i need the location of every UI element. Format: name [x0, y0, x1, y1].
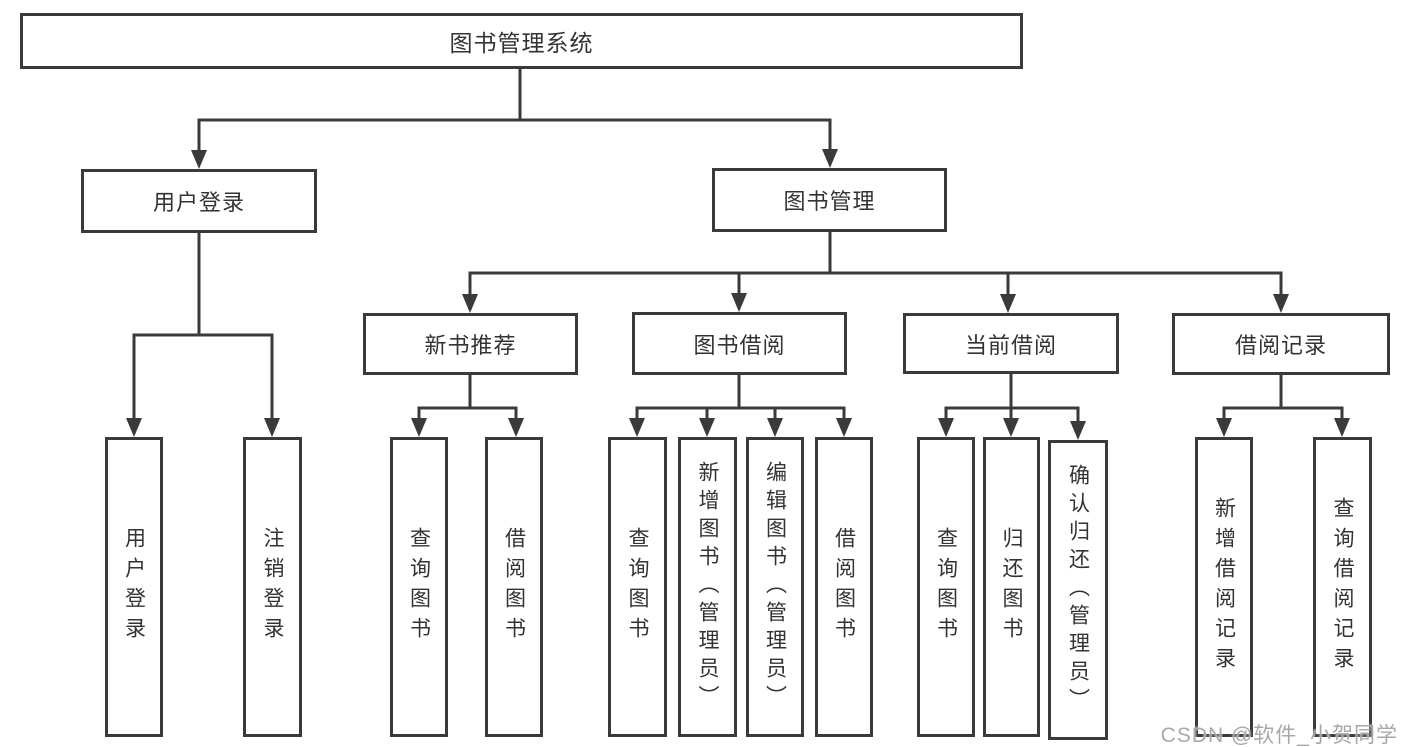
leaf-add-borrow-record-label: 新增借阅记录	[1212, 497, 1236, 677]
node-new-book-recommend: 新书推荐	[363, 313, 578, 375]
leaf-borrow-books-recommend: 借阅图书	[485, 437, 543, 737]
leaf-edit-book-admin: 编辑图书（管理员）	[746, 437, 804, 737]
leaf-query-books-current: 查询图书	[917, 437, 975, 737]
leaf-add-book-admin-label: 新增图书（管理员）	[696, 461, 719, 713]
node-book-borrow-label: 图书借阅	[693, 332, 786, 358]
node-user-login-label: 用户登录	[152, 190, 245, 215]
leaf-query-books-recommend: 查询图书	[390, 437, 448, 737]
node-user-login: 用户登录	[81, 169, 317, 233]
leaf-query-borrow-record: 查询借阅记录	[1313, 437, 1372, 737]
leaf-logout-label: 注销登录	[261, 527, 284, 647]
node-book-management-label: 图书管理	[783, 189, 876, 214]
leaf-query-books-current-label: 查询图书	[934, 527, 958, 647]
csdn-watermark: CSDN @软件_小贺同学	[1160, 724, 1398, 747]
leaf-confirm-return-admin: 确认归还（管理员）	[1048, 440, 1108, 740]
leaf-query-books-borrow-label: 查询图书	[626, 527, 649, 647]
leaf-borrow-book-label: 借阅图书	[832, 527, 856, 647]
leaf-confirm-return-admin-label: 确认归还（管理员）	[1066, 464, 1090, 716]
node-borrow-records-label: 借阅记录	[1234, 333, 1327, 358]
arrowheads	[126, 149, 1350, 440]
leaf-borrow-book: 借阅图书	[815, 437, 873, 737]
leaf-query-books-recommend-label: 查询图书	[407, 527, 431, 647]
leaf-add-book-admin: 新增图书（管理员）	[678, 437, 737, 737]
leaf-user-login: 用户登录	[105, 437, 163, 737]
node-root-label: 图书管理系统	[449, 30, 594, 56]
node-current-borrow-label: 当前借阅	[964, 332, 1057, 358]
node-current-borrow: 当前借阅	[903, 313, 1119, 374]
node-new-book-recommend-label: 新书推荐	[424, 333, 517, 358]
leaf-user-login-label: 用户登录	[122, 527, 146, 647]
leaf-add-borrow-record: 新增借阅记录	[1195, 437, 1253, 737]
leaf-query-borrow-record-label: 查询借阅记录	[1331, 497, 1354, 677]
node-book-management: 图书管理	[712, 168, 947, 232]
leaf-return-book-label: 归还图书	[1000, 527, 1023, 647]
node-root: 图书管理系统	[20, 13, 1023, 69]
node-borrow-records: 借阅记录	[1172, 313, 1390, 375]
node-book-borrow: 图书借阅	[632, 312, 847, 375]
leaf-edit-book-admin-label: 编辑图书（管理员）	[763, 461, 787, 713]
leaf-borrow-books-recommend-label: 借阅图书	[502, 527, 526, 647]
leaf-return-book: 归还图书	[983, 437, 1040, 737]
leaf-logout: 注销登录	[243, 437, 302, 737]
leaf-query-books-borrow: 查询图书	[608, 437, 667, 737]
